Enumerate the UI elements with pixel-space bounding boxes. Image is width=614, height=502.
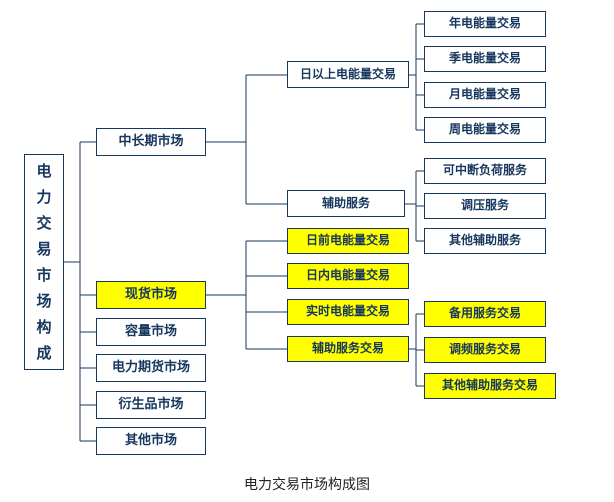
node-weekly-energy: 周电能量交易: [424, 117, 546, 143]
node-root: 电力交易市场构成: [24, 154, 64, 370]
node-quarterly-energy: 季电能量交易: [424, 46, 546, 72]
node-interruptible-load: 可中断负荷服务: [424, 158, 546, 184]
node-spot-market: 现货市场: [96, 281, 206, 309]
node-capacity-market: 容量市场: [96, 318, 206, 346]
node-mid-long-market: 中长期市场: [96, 128, 206, 156]
node-derivatives-market: 衍生品市场: [96, 391, 206, 419]
node-freq-regulation-trading: 调频服务交易: [424, 337, 546, 363]
node-daily-plus-energy: 日以上电能量交易: [287, 61, 409, 88]
diagram-caption: 电力交易市场构成图: [244, 477, 370, 493]
node-ancillary-services: 辅助服务: [287, 190, 405, 217]
node-other-market: 其他市场: [96, 427, 206, 455]
node-monthly-energy: 月电能量交易: [424, 82, 546, 108]
node-realtime-energy: 实时电能量交易: [287, 299, 409, 325]
node-other-ancillary: 其他辅助服务: [424, 228, 546, 254]
node-annual-energy: 年电能量交易: [424, 11, 546, 37]
node-futures-market: 电力期货市场: [96, 354, 206, 382]
node-intraday-energy: 日内电能量交易: [287, 263, 409, 289]
node-day-ahead-energy: 日前电能量交易: [287, 228, 409, 254]
node-reserve-trading: 备用服务交易: [424, 301, 546, 327]
node-voltage-regulation: 调压服务: [424, 193, 546, 219]
node-ancillary-trading: 辅助服务交易: [287, 336, 409, 362]
node-other-ancillary-trading: 其他辅助服务交易: [424, 373, 556, 399]
